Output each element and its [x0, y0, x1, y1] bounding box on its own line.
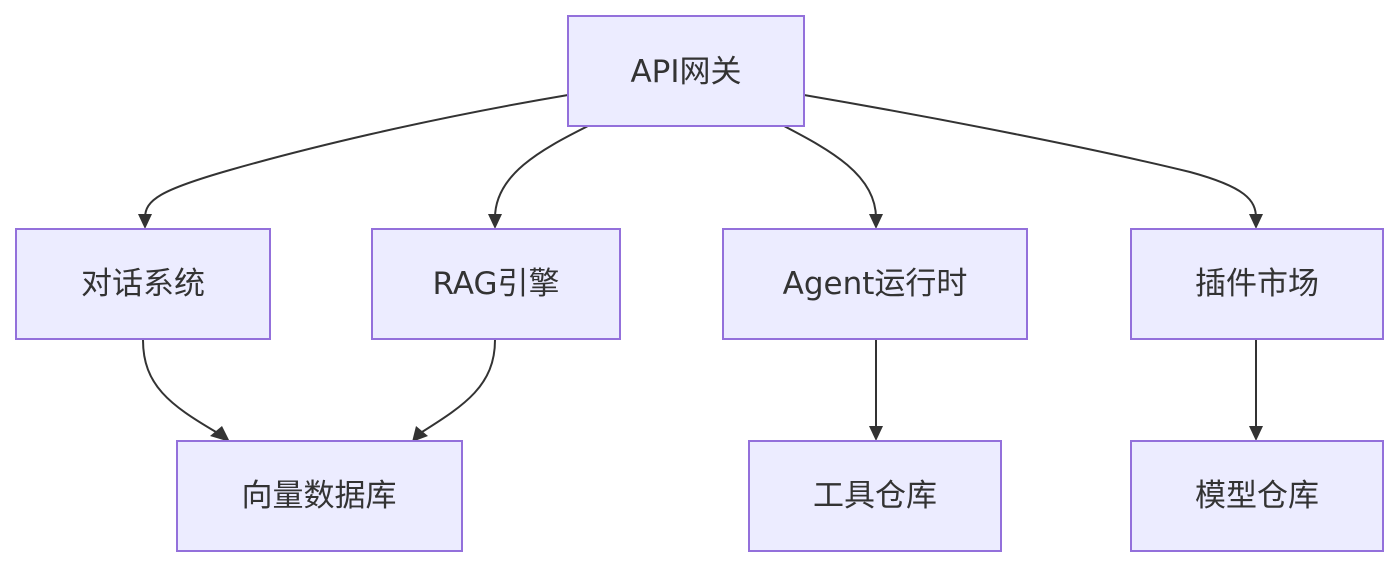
edges	[138, 94, 1263, 442]
node-label: 工具仓库	[813, 478, 937, 514]
edge-api-to-rag	[494, 125, 589, 219]
node-label: 对话系统	[81, 266, 205, 302]
node-rag-engine[interactable]: RAG引擎	[371, 228, 621, 340]
node-box	[1130, 228, 1384, 340]
node-box	[722, 228, 1028, 340]
node-agent-runtime[interactable]: Agent运行时	[722, 228, 1028, 340]
node-label: 插件市场	[1195, 266, 1319, 302]
arrowhead-models	[1249, 426, 1263, 441]
node-box	[371, 228, 621, 340]
node-api-gateway[interactable]: API网关	[567, 15, 805, 127]
node-label: 模型仓库	[1195, 478, 1319, 514]
node-plugin-market[interactable]: 插件市场	[1130, 228, 1384, 340]
node-label: Agent运行时	[783, 266, 968, 302]
node-model-repository[interactable]: 模型仓库	[1130, 440, 1384, 552]
arrowhead-rag	[488, 214, 502, 229]
edge-api-to-agent	[783, 125, 877, 219]
node-label: 向量数据库	[242, 478, 397, 514]
edge-dialog-to-vectordb	[142, 339, 217, 433]
node-box	[1130, 440, 1384, 552]
arrowhead-agent	[869, 214, 883, 229]
arrowhead-dialog	[138, 214, 152, 229]
node-box	[748, 440, 1002, 552]
node-label: API网关	[630, 54, 741, 90]
edge-api-to-plugin	[803, 94, 1257, 219]
arrowhead-vectordb-right	[412, 426, 428, 442]
node-dialog-system[interactable]: 对话系统	[15, 228, 271, 340]
arrowhead-tools	[869, 426, 883, 441]
node-label: RAG引擎	[433, 266, 560, 302]
edge-rag-to-vectordb	[421, 339, 496, 433]
edge-api-to-dialog	[144, 94, 569, 219]
arrowhead-vectordb-left	[210, 426, 230, 442]
node-vector-database[interactable]: 向量数据库	[176, 440, 463, 552]
arrowhead-plugin	[1249, 214, 1263, 229]
node-box	[567, 15, 805, 127]
node-box	[176, 440, 463, 552]
node-box	[15, 228, 271, 340]
node-tool-repository[interactable]: 工具仓库	[748, 440, 1002, 552]
